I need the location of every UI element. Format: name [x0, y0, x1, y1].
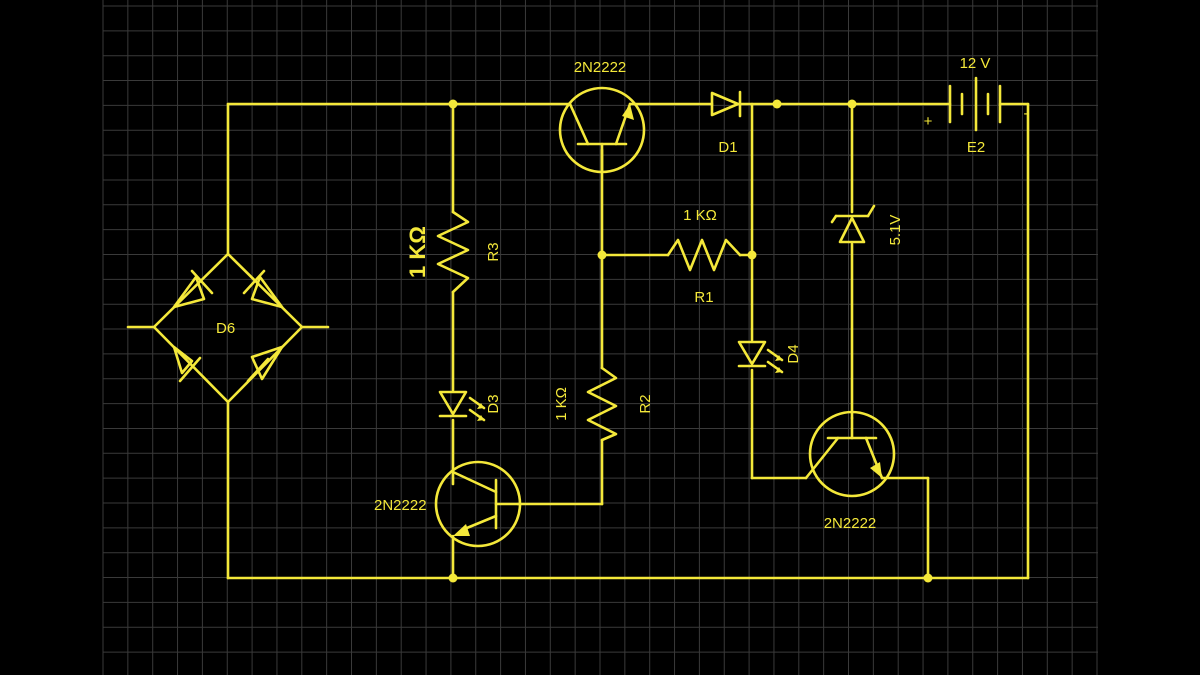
zener-diode: 5.1V: [830, 204, 904, 246]
resistor-r1: 1 KΩ R1: [666, 207, 742, 306]
transistor-q-top: 2N2222: [558, 59, 646, 174]
transistor-q-right: 2N2222: [804, 410, 896, 532]
junctions: [448, 99, 933, 583]
q-left-label: 2N2222: [374, 497, 427, 514]
d4-label: D4: [785, 344, 802, 363]
r1-label: R1: [694, 289, 713, 306]
d3-label: D3: [485, 394, 502, 413]
battery-plus: +: [924, 113, 933, 130]
led-d4: D4: [737, 340, 802, 374]
battery-e2: 12 V E2 + -: [924, 55, 1029, 156]
r3-label: R3: [485, 242, 502, 261]
junction-dot: [772, 99, 782, 109]
junction-dot: [448, 99, 458, 109]
d1-label: D1: [718, 139, 737, 156]
q-right-label: 2N2222: [824, 515, 877, 532]
led-d3: D3: [438, 390, 502, 422]
battery-minus: -: [1024, 105, 1029, 122]
junction-dot: [747, 250, 757, 260]
junction-dot: [597, 250, 607, 260]
zener-value: 5.1V: [887, 215, 904, 246]
bridge-rectifier: D6: [152, 252, 304, 404]
battery-voltage: 12 V: [960, 55, 991, 72]
q-top-label: 2N2222: [574, 59, 627, 76]
r3-value: 1 KΩ: [405, 226, 430, 278]
junction-dot: [847, 99, 857, 109]
diode-d1: D1: [710, 90, 742, 156]
r2-label: R2: [637, 394, 654, 413]
resistor-r3: 1 KΩ R3: [405, 210, 502, 294]
battery-label: E2: [967, 139, 985, 156]
bridge-label: D6: [216, 320, 235, 337]
r1-value: 1 KΩ: [683, 207, 717, 224]
resistor-r2: 1 KΩ R2: [553, 366, 654, 442]
transistor-q-left: 2N2222: [374, 460, 522, 548]
junction-dot: [448, 573, 458, 583]
junction-dot: [923, 573, 933, 583]
r2-value: 1 KΩ: [553, 387, 570, 421]
wires: [126, 102, 1030, 580]
